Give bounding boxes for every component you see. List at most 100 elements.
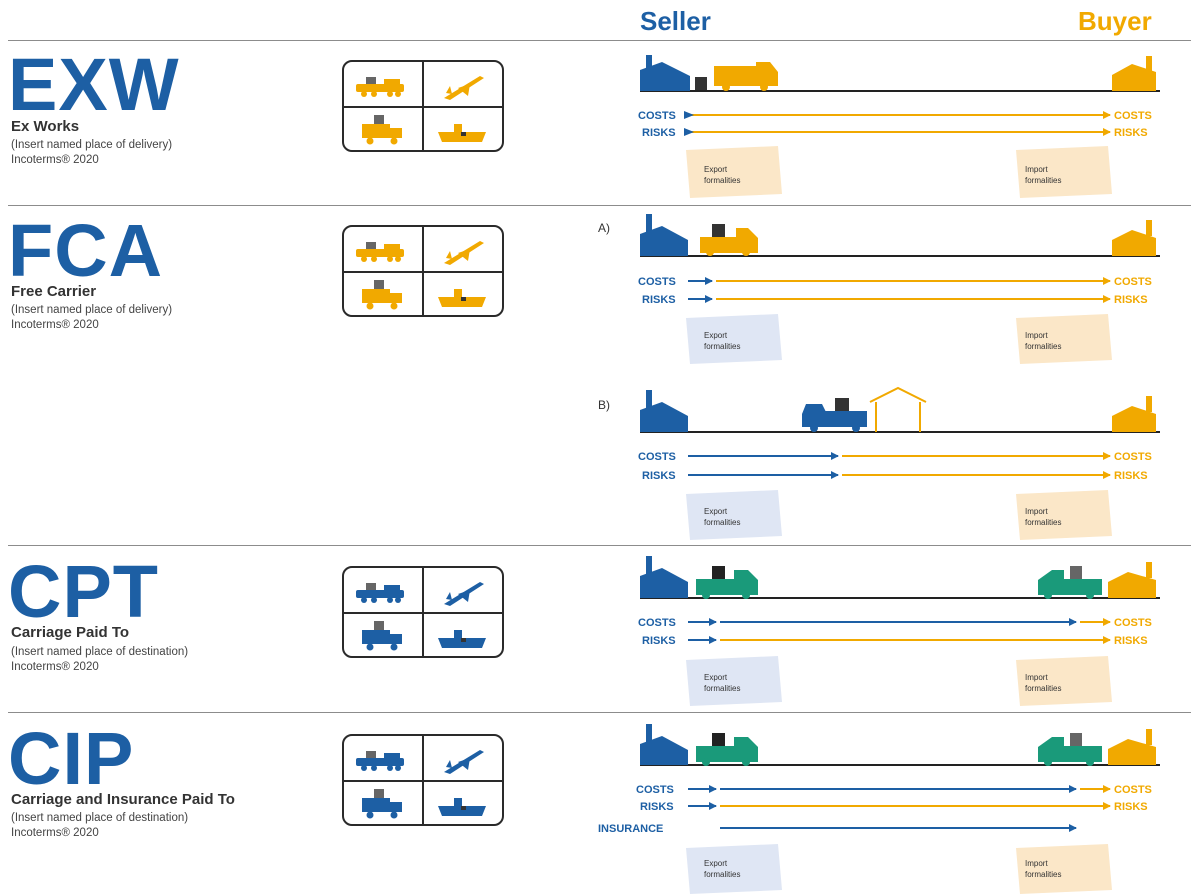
costs-label-seller: COSTS: [638, 617, 676, 629]
truck-icon: [714, 62, 778, 91]
risks-label-buyer: RISKS: [1114, 294, 1148, 306]
divider: [8, 40, 1191, 41]
truck-icon: [362, 280, 402, 310]
import-formalities-box: [1016, 314, 1112, 364]
buyer-factory-icon: [1112, 396, 1156, 432]
import-formalities-label: Import: [1025, 331, 1048, 340]
plane-icon: [444, 750, 484, 774]
export-formalities-label: Export: [704, 165, 728, 174]
costs-label-seller: COSTS: [638, 451, 676, 463]
term-name-cip: Carriage and Insurance Paid To: [11, 791, 235, 808]
cargo-box-icon: [1070, 566, 1082, 579]
seller-factory-icon: [640, 55, 690, 91]
import-formalities-box: [1016, 844, 1112, 894]
train-icon: [356, 77, 404, 97]
costs-label-seller: COSTS: [638, 110, 676, 122]
import-formalities-label: Import: [1025, 165, 1048, 174]
buyer-factory-icon: [1108, 562, 1156, 598]
risks-label-seller: RISKS: [642, 635, 676, 647]
cargo-box-icon: [712, 224, 725, 237]
import-formalities-label: Import: [1025, 859, 1048, 868]
truck-icon: [802, 404, 867, 432]
import-formalities-label: formalities: [1025, 342, 1061, 351]
term-note-cip: (Insert named place of destination): [11, 812, 189, 824]
truck-icon: [700, 228, 758, 256]
export-formalities-label: Export: [704, 507, 728, 516]
buyer-factory-icon: [1112, 56, 1156, 91]
seller-factory-icon: [640, 556, 688, 598]
risks-label-seller: RISKS: [642, 470, 676, 482]
term-edition-cpt: Incoterms® 2020: [11, 661, 99, 673]
costs-label-seller: COSTS: [636, 784, 674, 796]
export-formalities-label: formalities: [704, 684, 740, 693]
export-formalities-box: [686, 656, 782, 706]
seller-factory-icon: [640, 214, 688, 256]
import-formalities-label: formalities: [1025, 518, 1061, 527]
risks-label-buyer: RISKS: [1114, 801, 1148, 813]
import-formalities-label: Import: [1025, 673, 1048, 682]
warehouse-icon: [869, 386, 927, 432]
term-name-fca: Free Carrier: [11, 283, 97, 300]
cargo-box-icon: [835, 398, 849, 411]
buyer-header: Buyer: [1078, 6, 1152, 36]
transport-modes-fca: [342, 225, 504, 317]
risks-label-buyer: RISKS: [1114, 127, 1148, 139]
risks-label-buyer: RISKS: [1114, 635, 1148, 647]
export-formalities-box: [686, 146, 782, 198]
term-edition-fca: Incoterms® 2020: [11, 319, 99, 331]
costs-label-buyer: COSTS: [1114, 276, 1152, 288]
divider: [8, 545, 1191, 546]
term-code-fca: FCA: [8, 209, 164, 292]
plane-icon: [444, 241, 484, 265]
divider: [8, 712, 1191, 713]
fca-a-row: [640, 214, 1160, 364]
export-formalities-label: formalities: [704, 176, 740, 185]
costs-label-buyer: COSTS: [1114, 784, 1152, 796]
cpt-row: [640, 556, 1160, 706]
buyer-factory-icon: [1108, 729, 1156, 765]
term-code-cip: CIP: [8, 717, 135, 800]
import-formalities-box: [1016, 656, 1112, 706]
export-formalities-label: formalities: [704, 870, 740, 879]
export-formalities-label: Export: [704, 859, 728, 868]
risks-label-buyer: RISKS: [1114, 470, 1148, 482]
seller-factory-icon: [640, 390, 688, 432]
truck-icon: [362, 789, 402, 819]
cargo-box-icon: [712, 566, 725, 579]
fca-b-row: [640, 386, 1160, 540]
buyer-factory-icon: [1112, 220, 1156, 256]
train-icon: [356, 751, 404, 771]
truck-icon: [696, 737, 758, 766]
transport-modes-exw: [342, 60, 504, 152]
plane-icon: [444, 76, 484, 100]
seller-header: Seller: [640, 6, 711, 36]
export-formalities-box: [686, 490, 782, 540]
term-note-fca: (Insert named place of delivery): [11, 304, 173, 316]
cip-row: [640, 724, 1160, 894]
transport-modes-cip: [342, 734, 504, 826]
risks-label-seller: RISKS: [642, 127, 676, 139]
cargo-box-icon: [712, 733, 725, 746]
costs-label-buyer: COSTS: [1114, 110, 1152, 122]
export-formalities-box: [686, 314, 782, 364]
term-name-cpt: Carriage Paid To: [11, 624, 130, 641]
risks-label-seller: RISKS: [642, 294, 676, 306]
transport-modes-cpt: [342, 566, 504, 658]
cargo-box-icon: [1070, 733, 1082, 746]
term-code-exw: EXW: [8, 43, 180, 126]
costs-label-buyer: COSTS: [1114, 451, 1152, 463]
risks-label-seller: RISKS: [640, 801, 674, 813]
export-formalities-label: formalities: [704, 518, 740, 527]
import-formalities-box: [1016, 490, 1112, 540]
import-formalities-label: formalities: [1025, 176, 1061, 185]
insurance-label: INSURANCE: [598, 823, 663, 835]
truck-icon: [1038, 570, 1102, 599]
export-formalities-box: [686, 844, 782, 894]
truck-icon: [362, 115, 402, 145]
ship-icon: [438, 289, 486, 307]
ship-icon: [438, 630, 486, 648]
truck-icon: [1038, 737, 1102, 766]
exw-row: [640, 55, 1160, 198]
ship-icon: [438, 798, 486, 816]
variant-b-label: B): [598, 398, 610, 412]
